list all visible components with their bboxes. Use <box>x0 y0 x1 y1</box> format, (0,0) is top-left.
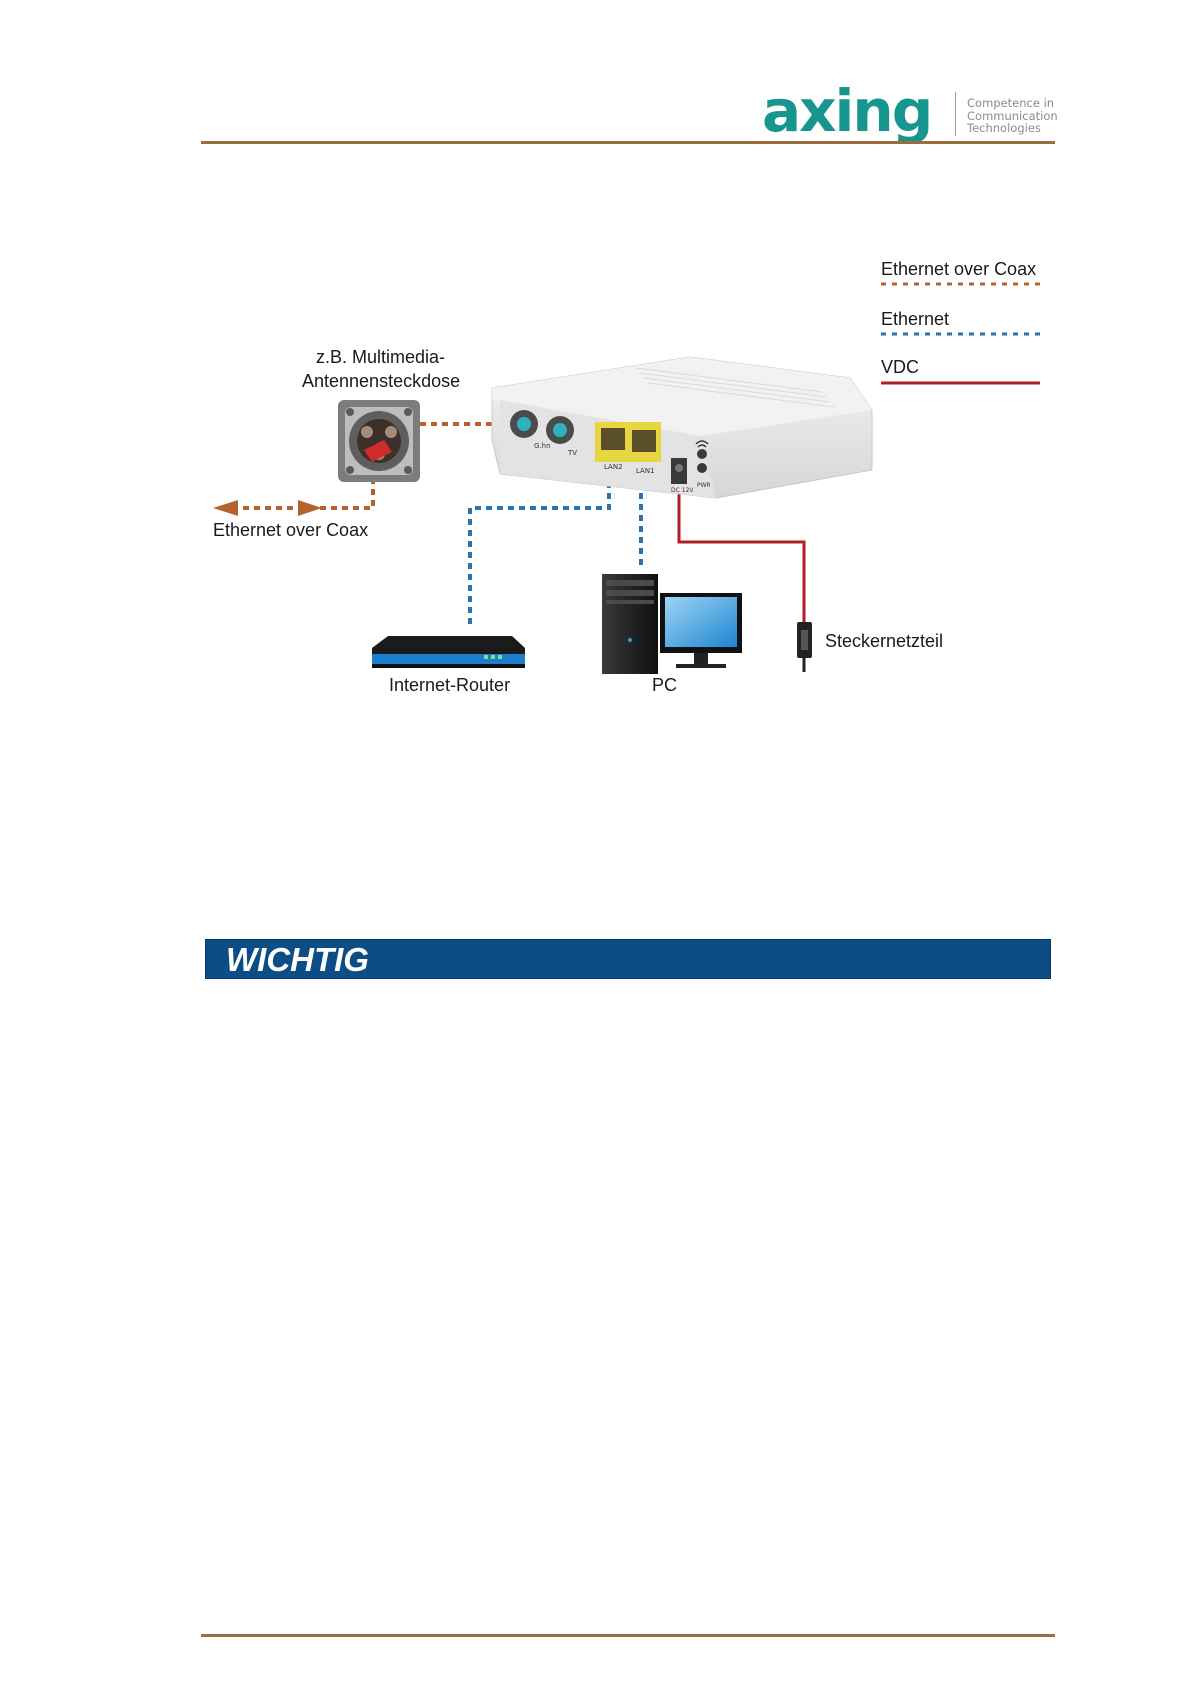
arrow-left-icon <box>213 500 238 516</box>
router-icon <box>372 636 525 668</box>
footer-rule <box>201 1634 1055 1637</box>
antenna-socket-icon <box>338 400 420 482</box>
power-supply-label: Steckernetzteil <box>825 631 943 652</box>
connection-diagram: G.hn TV LAN2 LAN1 DC 12V PWR <box>0 0 1190 760</box>
coax-out-label: Ethernet over Coax <box>213 520 368 541</box>
pc-label: PC <box>652 675 677 696</box>
modem-port-ghn: G.hn <box>534 442 551 450</box>
modem-port-tv: TV <box>567 449 577 457</box>
eoc-modem-icon: G.hn TV LAN2 LAN1 DC 12V PWR <box>492 357 872 498</box>
modem-port-lan2: LAN2 <box>604 463 623 471</box>
router-label: Internet-Router <box>389 675 510 696</box>
ethernet-cable-router <box>470 460 609 628</box>
arrow-right-icon <box>298 500 322 516</box>
notice-banner: WICHTIG <box>205 939 1051 979</box>
modem-port-pwr: PWR <box>697 482 711 489</box>
legend-label-eoc: Ethernet over Coax <box>881 259 1036 280</box>
socket-label-line-1: z.B. Multimedia- <box>316 347 445 368</box>
modem-port-dc: DC 12V <box>671 487 694 494</box>
pc-icon <box>602 574 742 674</box>
modem-port-lan1: LAN1 <box>636 467 655 475</box>
socket-label-line-2: Antennensteckdose <box>302 371 460 392</box>
notice-title: WICHTIG <box>226 942 369 978</box>
power-supply-icon <box>797 622 812 672</box>
legend-label-ethernet: Ethernet <box>881 309 949 330</box>
legend-label-vdc: VDC <box>881 357 919 378</box>
